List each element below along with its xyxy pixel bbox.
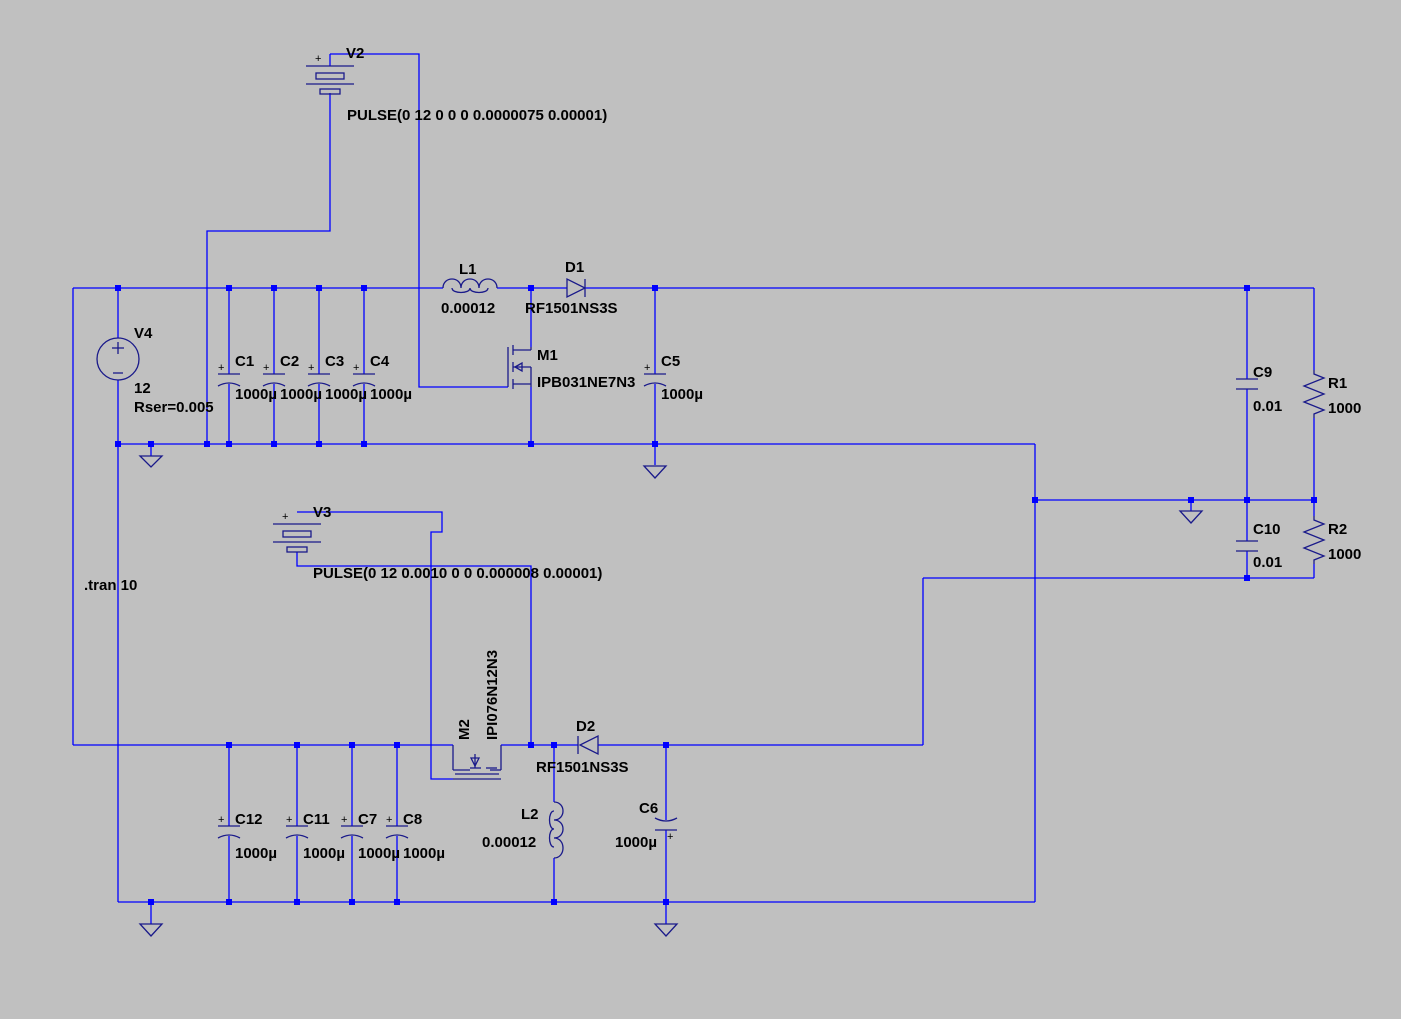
label-c4: C4: [370, 353, 390, 370]
label-c12-value: 1000µ: [235, 845, 277, 862]
label-c5: C5: [661, 353, 680, 370]
svg-text:+: +: [341, 814, 347, 826]
label-m1: M1: [537, 347, 558, 364]
capacitor-c10[interactable]: [1236, 540, 1258, 552]
label-d1-value: RF1501NS3S: [525, 300, 618, 317]
label-c11-value: 1000µ: [303, 845, 345, 862]
svg-text:+: +: [644, 362, 650, 374]
label-c12: C12: [235, 811, 263, 828]
capacitor-c5[interactable]: +: [643, 362, 667, 387]
label-r2: R2: [1328, 521, 1347, 538]
ground-icon: [138, 923, 164, 937]
label-c9-value: 0.01: [1253, 398, 1282, 415]
capacitor-c9[interactable]: [1236, 378, 1258, 390]
capacitor-c4[interactable]: +: [352, 362, 376, 387]
wires: [72, 53, 1315, 924]
ground-icon: [653, 923, 679, 937]
mosfet-m1[interactable]: [507, 345, 532, 389]
label-r2-value: 1000: [1328, 546, 1361, 563]
label-c3: C3: [325, 353, 344, 370]
label-m2-value: IPI076N12N3: [484, 650, 501, 740]
ground-icon: [642, 465, 668, 479]
label-c1: C1: [235, 353, 254, 370]
label-v3-value: PULSE(0 12 0.0010 0 0 0.000008 0.00001): [313, 565, 602, 582]
capacitor-c12[interactable]: +: [217, 814, 241, 839]
label-v2-value: PULSE(0 12 0 0 0 0.0000075 0.00001): [347, 107, 607, 124]
capacitor-c1[interactable]: +: [217, 362, 241, 387]
label-r1-value: 1000: [1328, 400, 1361, 417]
ground-icon: [1178, 510, 1204, 524]
label-v4-rser: Rser=0.005: [134, 399, 214, 416]
label-v3: V3: [313, 504, 331, 521]
label-c10: C10: [1253, 521, 1281, 538]
label-c6: C6: [639, 800, 658, 817]
diode-d2[interactable]: [577, 734, 599, 756]
label-c7-value: 1000µ: [358, 845, 400, 862]
svg-text:+: +: [386, 814, 392, 826]
capacitor-c6[interactable]: +: [654, 817, 678, 843]
label-d2: D2: [576, 718, 595, 735]
label-c11: C11: [303, 811, 330, 828]
mosfet-m2[interactable]: [452, 745, 502, 780]
label-c8-value: 1000µ: [403, 845, 445, 862]
label-d2-value: RF1501NS3S: [536, 759, 629, 776]
svg-text:+: +: [286, 814, 292, 826]
svg-text:+: +: [218, 362, 224, 374]
label-v4: V4: [134, 325, 153, 342]
voltage-source-v4[interactable]: [96, 337, 140, 381]
svg-text:+: +: [308, 362, 314, 374]
inductor-l2[interactable]: [548, 801, 564, 859]
label-l2-value: 0.00012: [482, 834, 536, 851]
label-c9: C9: [1253, 364, 1272, 381]
label-l1-value: 0.00012: [441, 300, 495, 317]
svg-text:+: +: [218, 814, 224, 826]
svg-text:+: +: [667, 831, 673, 843]
ground-icon: [138, 455, 164, 468]
capacitor-c7[interactable]: +: [340, 814, 364, 839]
resistor-r1[interactable]: [1302, 370, 1326, 418]
label-c3-value: 1000µ: [325, 386, 367, 403]
label-r1: R1: [1328, 375, 1347, 392]
label-c2: C2: [280, 353, 299, 370]
label-l1: L1: [459, 261, 477, 278]
labels: V2 PULSE(0 12 0 0 0 0.0000075 0.00001) L…: [84, 45, 1361, 862]
label-c1-value: 1000µ: [235, 386, 277, 403]
label-m2: M2: [456, 719, 473, 740]
label-c2-value: 1000µ: [280, 386, 322, 403]
svg-text:+: +: [315, 53, 321, 65]
label-d1: D1: [565, 259, 584, 276]
spice-directive[interactable]: .tran 10: [84, 577, 137, 594]
capacitor-c2[interactable]: +: [262, 362, 286, 387]
battery-v3[interactable]: +: [273, 511, 321, 553]
capacitor-c8[interactable]: +: [385, 814, 409, 839]
battery-v2[interactable]: +: [306, 53, 354, 95]
inductor-l1[interactable]: [442, 278, 498, 294]
label-c7: C7: [358, 811, 377, 828]
resistor-r2[interactable]: [1302, 516, 1326, 564]
label-m1-value: IPB031NE7N3: [537, 374, 635, 391]
label-v4-value: 12: [134, 380, 151, 397]
capacitor-c11[interactable]: +: [285, 814, 309, 839]
label-l2: L2: [521, 806, 539, 823]
label-c4-value: 1000µ: [370, 386, 412, 403]
svg-text:+: +: [282, 511, 288, 523]
svg-text:+: +: [263, 362, 269, 374]
capacitor-c3[interactable]: +: [307, 362, 331, 387]
label-c10-value: 0.01: [1253, 554, 1282, 571]
label-v2: V2: [346, 45, 364, 62]
label-c6-value: 1000µ: [615, 834, 657, 851]
junctions: [115, 285, 1317, 905]
svg-text:+: +: [353, 362, 359, 374]
diode-d1[interactable]: [566, 277, 587, 299]
label-c8: C8: [403, 811, 422, 828]
label-c5-value: 1000µ: [661, 386, 703, 403]
